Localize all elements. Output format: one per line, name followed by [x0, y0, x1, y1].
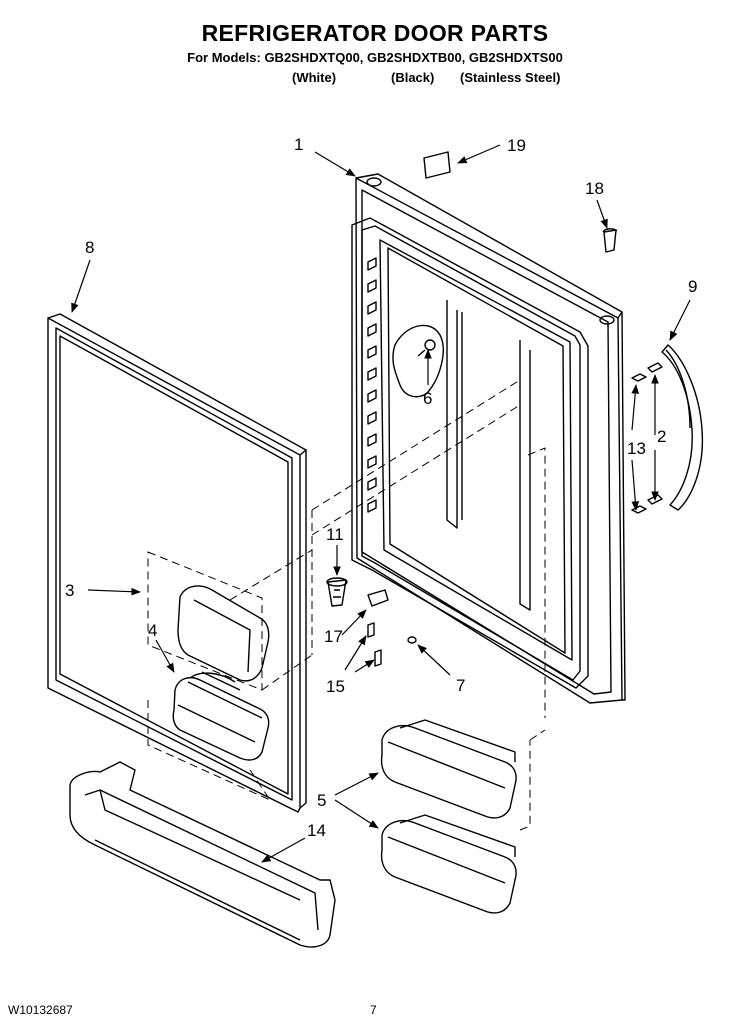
projection-lines: [147, 379, 546, 831]
page-number: 7: [370, 1003, 377, 1017]
callout-19: 19: [507, 136, 526, 155]
callout-17: 17: [324, 627, 343, 646]
callout-11: 11: [326, 525, 344, 544]
callout-13: 13: [627, 439, 646, 458]
page-title: REFRIGERATOR DOOR PARTS: [201, 20, 549, 46]
callout-3: 3: [65, 581, 74, 600]
dairy-bin: [172, 677, 270, 761]
callout-6: 6: [423, 389, 432, 408]
hinge-pin: [326, 577, 348, 607]
variant-black: (Black): [391, 70, 435, 85]
door-liner: [47, 313, 307, 813]
callout-1: 1: [294, 135, 303, 154]
door-bin-upper: [380, 719, 517, 819]
callout-7: 7: [456, 676, 465, 695]
door-stop: [407, 636, 417, 644]
label-plate: [423, 151, 451, 179]
hinge-bushing: [602, 228, 618, 253]
callout-2: 2: [657, 427, 666, 446]
callout-14: 14: [307, 821, 326, 840]
door-handle: [661, 344, 704, 511]
dairy-cover: [177, 585, 270, 691]
door-bin-lower: [380, 814, 517, 914]
hinge-bracket: [367, 589, 389, 607]
hinge-screws: [367, 622, 382, 667]
variant-white: (White): [292, 70, 337, 85]
rack-lugs: [367, 257, 377, 513]
model-list: For Models: GB2SHDXTQ00, GB2SHDXTB00, GB…: [187, 50, 563, 65]
variant-stainless: (Stainless Steel): [460, 70, 561, 85]
callout-5: 5: [317, 791, 326, 810]
callout-4: 4: [148, 621, 157, 640]
bottom-door-shelf: [69, 761, 336, 948]
callout-15: 15: [326, 677, 345, 696]
door-frame: [351, 173, 626, 704]
callout-8: 8: [85, 238, 94, 257]
document-number: W10132687: [8, 1003, 73, 1017]
callout-9: 9: [688, 277, 697, 296]
callout-18: 18: [585, 179, 604, 198]
